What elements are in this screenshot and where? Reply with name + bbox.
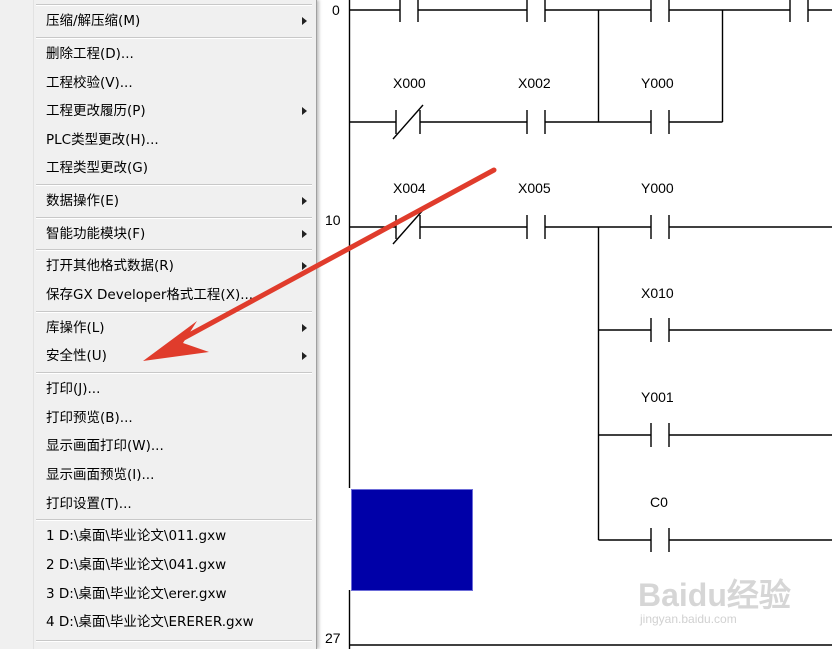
menu-item-save-gx-developer[interactable]: 保存GX Developer格式工程(X)... — [46, 287, 254, 303]
project-dropdown-menu: 压缩/解压缩(M) 删除工程(D)... 工程校验(V)... 工程更改履历(P… — [0, 0, 317, 649]
menu-item-screen-print[interactable]: 显示画面打印(W)... — [46, 438, 164, 454]
contact-label-y001[interactable]: Y001 — [641, 389, 674, 405]
menu-separator — [36, 249, 312, 251]
menu-item-intelligent-module[interactable]: 智能功能模块(F) — [46, 221, 316, 247]
menu-item-data-operation[interactable]: 数据操作(E) — [46, 188, 316, 214]
contact-label-c0[interactable]: C0 — [650, 494, 668, 510]
contact-label-x010[interactable]: X010 — [641, 285, 674, 301]
menu-item-print-preview[interactable]: 打印预览(B)... — [46, 410, 133, 426]
contact-label-x004[interactable]: X004 — [393, 180, 426, 196]
baidu-jingyan-watermark: Baidu经验 jingyan.baidu.com — [636, 560, 832, 649]
menu-separator — [36, 37, 312, 39]
contact-label-y000-rung10[interactable]: Y000 — [641, 180, 674, 196]
menu-item-compress[interactable]: 压缩/解压缩(M) — [46, 8, 316, 34]
menu-item-recent-file-2[interactable]: 2 D:\桌面\毕业论文\041.gxw — [46, 557, 227, 573]
editor-cursor-block[interactable] — [351, 489, 473, 591]
menu-item-change-history[interactable]: 工程更改履历(P) — [46, 98, 316, 124]
submenu-arrow-icon — [302, 230, 307, 238]
menu-item-screen-preview[interactable]: 显示画面预览(I)... — [46, 467, 155, 483]
contact-label-x002[interactable]: X002 — [518, 75, 551, 91]
menu-separator — [36, 640, 312, 642]
step-number-27: 27 — [325, 630, 341, 646]
menu-separator — [36, 4, 312, 6]
menu-separator — [36, 519, 312, 521]
step-number-10: 10 — [325, 212, 341, 228]
submenu-arrow-icon — [302, 262, 307, 270]
menu-item-change-project-type[interactable]: 工程类型更改(G) — [46, 160, 148, 176]
menu-item-print-setup[interactable]: 打印设置(T)... — [46, 496, 132, 512]
submenu-arrow-icon — [302, 352, 307, 360]
menu-item-security[interactable]: 安全性(U) — [46, 343, 316, 369]
menu-icon-gutter — [0, 0, 34, 649]
menu-item-recent-file-1[interactable]: 1 D:\桌面\毕业论文\011.gxw — [46, 528, 227, 544]
menu-item-verify-project[interactable]: 工程校验(V)... — [46, 75, 133, 91]
menu-separator — [36, 217, 312, 219]
watermark-url: jingyan.baidu.com — [640, 612, 737, 626]
submenu-arrow-icon — [302, 17, 307, 25]
contact-label-x005[interactable]: X005 — [518, 180, 551, 196]
menu-separator — [36, 311, 312, 313]
contact-label-y000[interactable]: Y000 — [641, 75, 674, 91]
menu-separator — [36, 372, 312, 374]
menu-separator — [36, 184, 312, 186]
menu-item-print[interactable]: 打印(J)... — [46, 381, 101, 397]
step-number-0: 0 — [332, 2, 340, 18]
menu-item-change-plc-type[interactable]: PLC类型更改(H)... — [46, 132, 159, 148]
submenu-arrow-icon — [302, 107, 307, 115]
menu-item-library-operation[interactable]: 库操作(L) — [46, 315, 316, 341]
watermark-brand: Baidu经验 — [638, 577, 791, 613]
menu-item-delete-project[interactable]: 删除工程(D)... — [46, 46, 134, 62]
menu-item-open-other-format[interactable]: 打开其他格式数据(R) — [46, 253, 316, 279]
menu-item-recent-file-4[interactable]: 4 D:\桌面\毕业论文\ERERER.gxw — [46, 614, 254, 630]
submenu-arrow-icon — [302, 197, 307, 205]
submenu-arrow-icon — [302, 324, 307, 332]
menu-item-recent-file-3[interactable]: 3 D:\桌面\毕业论文\erer.gxw — [46, 586, 227, 602]
contact-label-x000[interactable]: X000 — [393, 75, 426, 91]
